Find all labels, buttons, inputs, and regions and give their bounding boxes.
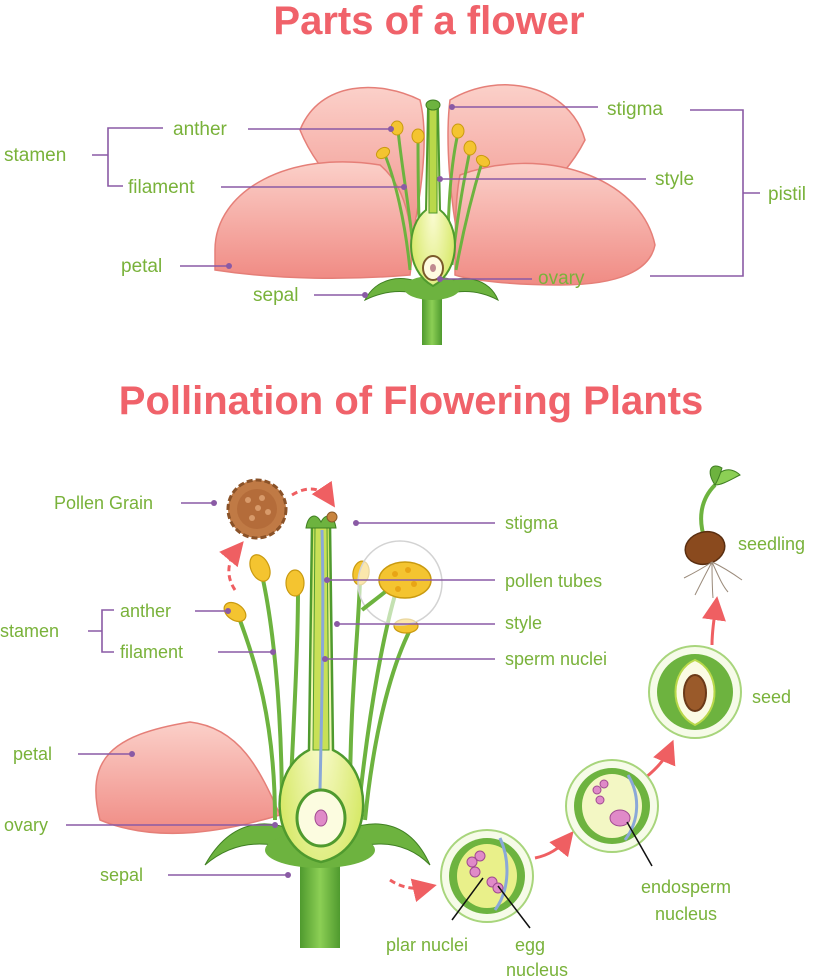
pollination-stem <box>300 860 340 948</box>
stage-seed <box>648 645 742 739</box>
parts-label-pistil: pistil <box>768 184 806 205</box>
label-seed: seed <box>752 687 791 707</box>
stage-ovule-1 <box>440 829 534 923</box>
parts-label-petal: petal <box>121 256 162 277</box>
label-petal: petal <box>13 744 52 764</box>
parts-stamen-bracket <box>92 127 163 187</box>
receptacle <box>404 276 460 300</box>
label-egg-1: egg <box>515 935 545 955</box>
label-stigma: stigma <box>505 513 559 533</box>
label-sepal: sepal <box>100 865 143 885</box>
stage-ovule-2 <box>565 759 659 853</box>
label-pollen-grain: Pollen Grain <box>54 493 153 513</box>
pollination-ovule-core <box>314 809 328 827</box>
label-ovary: ovary <box>4 815 48 835</box>
parts-label-anther: anther <box>173 119 228 140</box>
parts-style <box>428 107 438 214</box>
parts-title: Parts of a flower <box>273 0 584 43</box>
label-endosperm-1: endosperm <box>641 877 731 897</box>
parts-stigma <box>425 99 441 111</box>
parts-labels: stamen anther filament petal sepal stigm… <box>4 99 806 306</box>
label-endosperm-2: nucleus <box>655 904 717 924</box>
parts-ovule-core <box>430 264 436 272</box>
label-seedling: seedling <box>738 534 805 554</box>
parts-flower-illustration <box>214 84 656 345</box>
parts-stem <box>422 290 442 345</box>
pollination-flower-illustration <box>95 478 443 948</box>
petal-right <box>454 162 656 286</box>
label-sperm-nuclei: sperm nuclei <box>505 649 607 669</box>
pollination-petal <box>95 721 282 835</box>
parts-label-sepal: sepal <box>253 285 298 306</box>
pollination-stamen-bracket <box>88 609 114 653</box>
pollination-labels: Pollen Grain stigma pollen tubes style s… <box>0 493 805 980</box>
stage-seedling <box>683 465 743 599</box>
label-plar-nuclei: plar nuclei <box>386 935 468 955</box>
parts-pistil-bracket <box>650 109 760 277</box>
parts-label-ovary: ovary <box>538 268 585 289</box>
pollen-tube-line <box>318 529 325 791</box>
parts-label-style: style <box>655 169 694 190</box>
label-stamen: stamen <box>0 621 59 641</box>
label-pollen-tubes: pollen tubes <box>505 571 602 591</box>
parts-label-stamen: stamen <box>4 145 66 166</box>
parts-label-filament: filament <box>128 177 195 198</box>
label-anther: anther <box>120 601 171 621</box>
label-filament: filament <box>120 642 183 662</box>
parts-anthers <box>375 120 491 168</box>
petal-left <box>214 161 413 280</box>
label-egg-2: nucleus <box>506 960 568 980</box>
label-style: style <box>505 613 542 633</box>
parts-label-stigma: stigma <box>607 99 663 120</box>
pollen-on-stigma <box>326 511 338 523</box>
pollination-title: Pollination of Flowering Plants <box>119 379 703 423</box>
